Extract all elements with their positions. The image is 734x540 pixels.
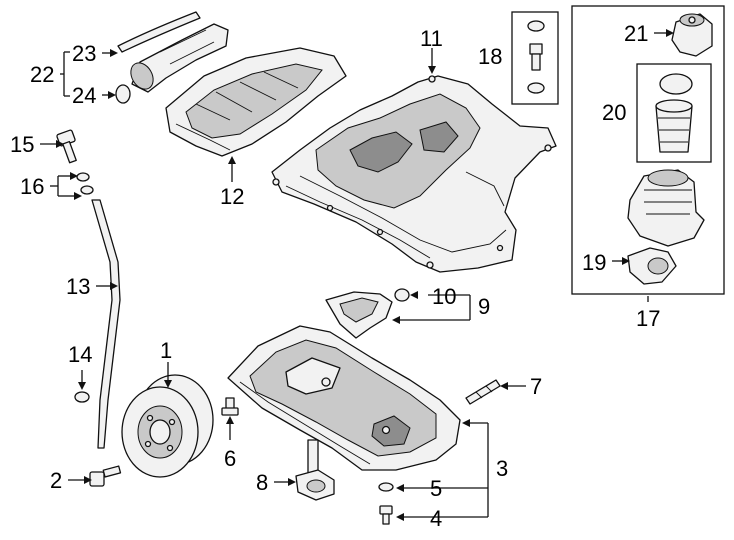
seal-18a	[527, 20, 545, 32]
callout-19: 19	[582, 250, 606, 275]
callout-15: 15	[10, 132, 34, 157]
callout-6: 6	[224, 446, 236, 471]
pickup-tube	[130, 23, 229, 93]
callout-1: 1	[160, 338, 172, 363]
callout-21: 21	[624, 21, 648, 46]
callout-20: 20	[602, 100, 626, 125]
callout-9: 9	[478, 294, 490, 319]
dipstick-tube	[91, 199, 121, 449]
callout-17: 17	[636, 306, 660, 331]
box-20	[636, 63, 712, 163]
callout-23: 23	[72, 41, 96, 66]
o-ring-16a	[76, 172, 90, 182]
filter-housing	[627, 169, 705, 247]
upper-oil-pan	[271, 75, 557, 273]
seal-18b	[527, 82, 545, 94]
washer-5	[378, 482, 394, 492]
callout-4: 4	[430, 506, 442, 531]
bolt-6	[221, 397, 239, 416]
filter-element-20	[655, 99, 693, 153]
bolt-15	[56, 129, 77, 164]
callout-24: 24	[72, 83, 96, 108]
callout-12: 12	[220, 184, 244, 209]
crank-pulley	[121, 374, 214, 478]
o-ring-20	[659, 73, 693, 95]
gasket-strip	[117, 11, 201, 53]
plug-18	[529, 43, 543, 71]
callout-13: 13	[66, 274, 90, 299]
leader-lines	[40, 29, 674, 521]
callout-3: 3	[496, 456, 508, 481]
callout-16: 16	[20, 174, 44, 199]
callout-18: 18	[478, 44, 502, 69]
o-ring-24	[115, 84, 131, 104]
o-ring-16b	[80, 185, 94, 195]
callout-5: 5	[430, 476, 442, 501]
callout-14: 14	[68, 342, 92, 367]
lower-oil-pan	[227, 325, 461, 471]
filter-cap-21	[671, 13, 713, 57]
pipe-7	[465, 379, 501, 405]
box-18	[511, 11, 559, 105]
bolt-2	[89, 465, 122, 487]
callout-22: 22	[30, 62, 54, 87]
oil-sensor	[295, 439, 335, 501]
callout-11: 11	[420, 26, 443, 51]
drain-plug-4	[379, 505, 393, 525]
callout-10: 10	[432, 284, 456, 309]
box-17	[571, 5, 725, 295]
o-ring-14	[74, 391, 90, 403]
oil-baffle	[165, 47, 347, 157]
callout-8: 8	[256, 470, 268, 495]
callout-2: 2	[50, 468, 62, 493]
gasket-19	[627, 247, 677, 285]
o-ring-10	[394, 288, 410, 302]
oil-pump-inlet	[325, 291, 393, 339]
callout-7: 7	[530, 374, 542, 399]
